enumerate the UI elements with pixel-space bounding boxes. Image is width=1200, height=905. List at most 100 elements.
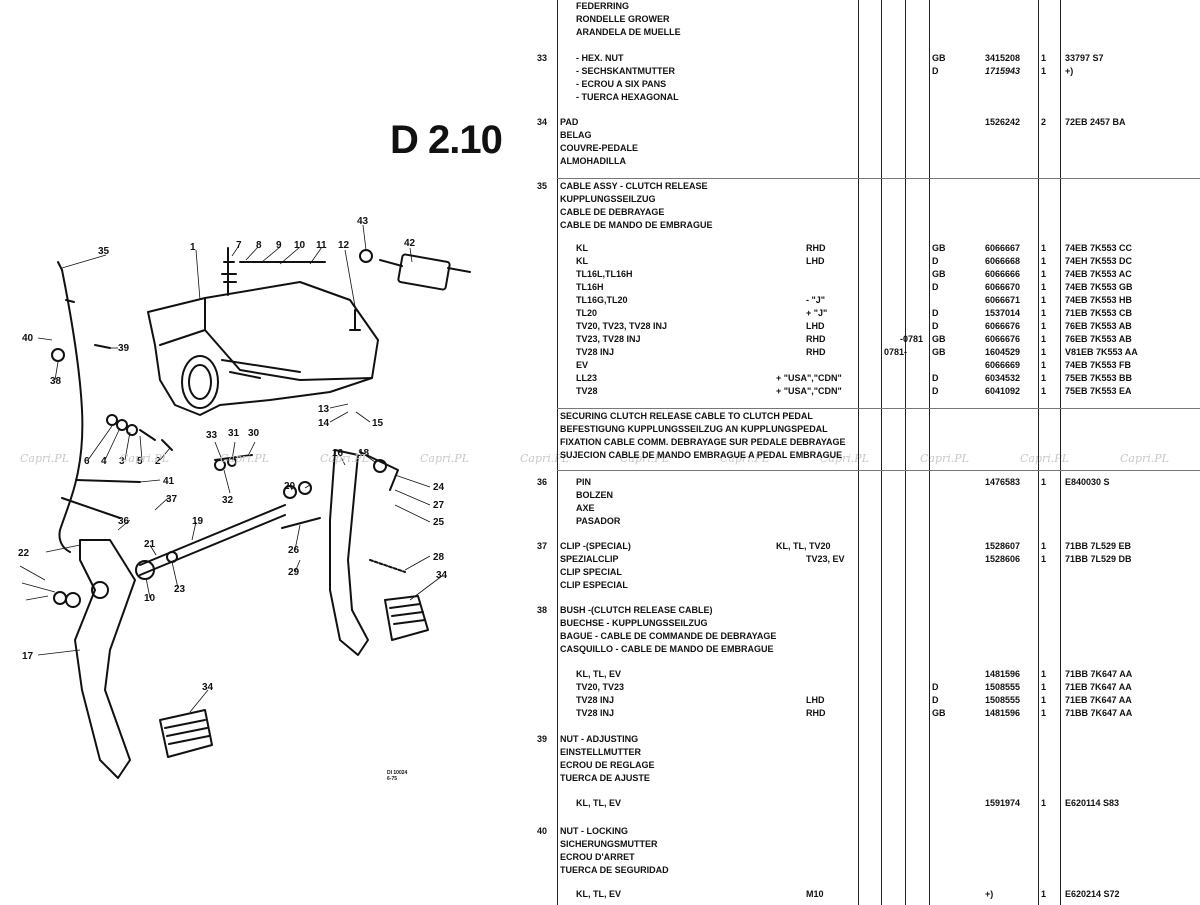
cell-desc: COUVRE-PEDALE [560,143,639,153]
cell-desc: CABLE ASSY - CLUTCH RELEASE [560,181,708,191]
clutch-cable [58,269,84,553]
table-row: BEFESTIGUNG KUPPLUNGSSEILZUG AN KUPPLUNG… [0,423,1200,436]
cell-part: 1537014 [985,308,1021,318]
cell-qty: 1 [1041,295,1047,305]
cell-desc: - ECROU A SIX PANS [576,79,667,89]
cell-mkt: GB [932,269,946,279]
cell-side: + "J" [806,308,828,318]
cell-part: 3415208 [985,53,1021,63]
callout-label: 26 [288,545,300,556]
cell-desc: TL16G,TL20 [576,295,628,305]
cell-part: 6066670 [985,282,1021,292]
cell-mkt: D [932,682,939,692]
cell-desc: SECURING CLUTCH RELEASE CABLE TO CLUTCH … [560,411,813,421]
callout-label: 38 [50,376,62,387]
table-row: KUPPLUNGSSEILZUG [0,193,1200,206]
callout-label: 14 [318,418,330,429]
cell-desc: ARANDELA DE MUELLE [576,27,681,37]
cell-desc: LL23 [576,373,598,383]
cell-desc: RONDELLE GROWER [576,14,670,24]
callout-label: 13 [318,404,330,415]
table-row: CABLE DE DEBRAYAGE [0,206,1200,219]
cell-desc: BAGUE - CABLE DE COMMANDE DE DEBRAYAGE [560,631,777,641]
cell-desc: TUERCA DE SEGURIDAD [560,865,669,875]
callout-label: 42 [404,238,416,249]
table-row: ECROU DE REGLAGE [0,759,1200,772]
table-row: BUECHSE - KUPPLUNGSSEILZUG [0,617,1200,630]
cell-side: LHD [806,695,825,705]
pedal-box-bracket [147,281,379,416]
table-row: EINSTELLMUTTER [0,746,1200,759]
callout-label: 10 [294,240,306,251]
cell-desc: - TUERCA HEXAGONAL [576,92,679,102]
cell-note: E840030 S [1065,477,1110,487]
cell-part: 6041092 [985,386,1021,396]
table-row: FIXATION CABLE COMM. DEBRAYAGE SUR PEDAL… [0,436,1200,449]
row-separator [557,178,1200,179]
cell-note: 71EB 7K553 CB [1065,308,1133,318]
table-row: FEDERRING [0,0,1200,13]
cell-part: 6066666 [985,269,1021,279]
table-row: ALMOHADILLA [0,155,1200,168]
callout-label: 6 [84,456,90,467]
cell-mkt: D [932,321,939,331]
cell-qty: 1 [1041,53,1047,63]
watermark: Capri.PL [320,452,369,465]
watermark: Capri.PL [20,452,69,465]
cell-desc: PAD [560,117,579,127]
cell-ref: 34 [536,117,547,127]
watermark: Capri.PL [620,452,669,465]
column-rule [1038,0,1039,905]
callout-label: 41 [163,476,175,487]
cell-mkt: GB [932,708,946,718]
cell-part: 1715943 [985,66,1021,76]
watermark: Capri.PL [820,452,869,465]
cell-qty: 1 [1041,541,1047,551]
cell-desc: SUJECION CABLE DE MANDO EMBRAGUE A PEDAL… [560,450,843,460]
callout-label: 36 [118,516,130,527]
table-row: ECROU D'ARRET [0,851,1200,864]
cell-part: 6066667 [985,243,1021,253]
cell-desc: KL [576,256,588,266]
cell-desc: CABLE DE MANDO DE EMBRAGUE [560,220,713,230]
stamp-line: 6-75 [387,776,398,782]
callout-label: 25 [433,517,445,528]
callout-label: 40 [22,333,34,344]
table-row: SECURING CLUTCH RELEASE CABLE TO CLUTCH … [0,410,1200,423]
cell-note: 74EB 7K553 CC [1065,243,1133,253]
callout-label: 12 [338,240,350,251]
cell-ref: 33 [536,53,547,63]
callout-label: 35 [98,246,110,257]
cell-note: 74EB 7K553 GB [1065,282,1133,292]
column-rule [557,0,558,905]
cell-part: 1481596 [985,669,1021,679]
row-separator [557,470,1200,471]
cell-note: 71EB 7K647 AA [1065,695,1132,705]
cell-side: LHD [806,321,825,331]
watermark: Capri.PL [1020,452,1069,465]
cell-desc: TV23, TV28 INJ [576,334,641,344]
callout-label: 5 [137,456,143,467]
cell-qty: 1 [1041,682,1047,692]
cell-ref: 36 [536,477,547,487]
drawing-stamp: DI 10024 6-75 [387,770,407,782]
cell-part: 1476583 [985,477,1021,487]
cell-desc: PASADOR [576,516,621,526]
callout-label: 20 [284,481,296,492]
cell-desc: CLIP SPECIAL [560,567,622,577]
cell-qty: 1 [1041,889,1047,899]
table-row: RONDELLE GROWER [0,13,1200,26]
cell-qty: 1 [1041,321,1047,331]
pedal-shaft [139,504,286,566]
cell-side: RHD [806,347,826,357]
